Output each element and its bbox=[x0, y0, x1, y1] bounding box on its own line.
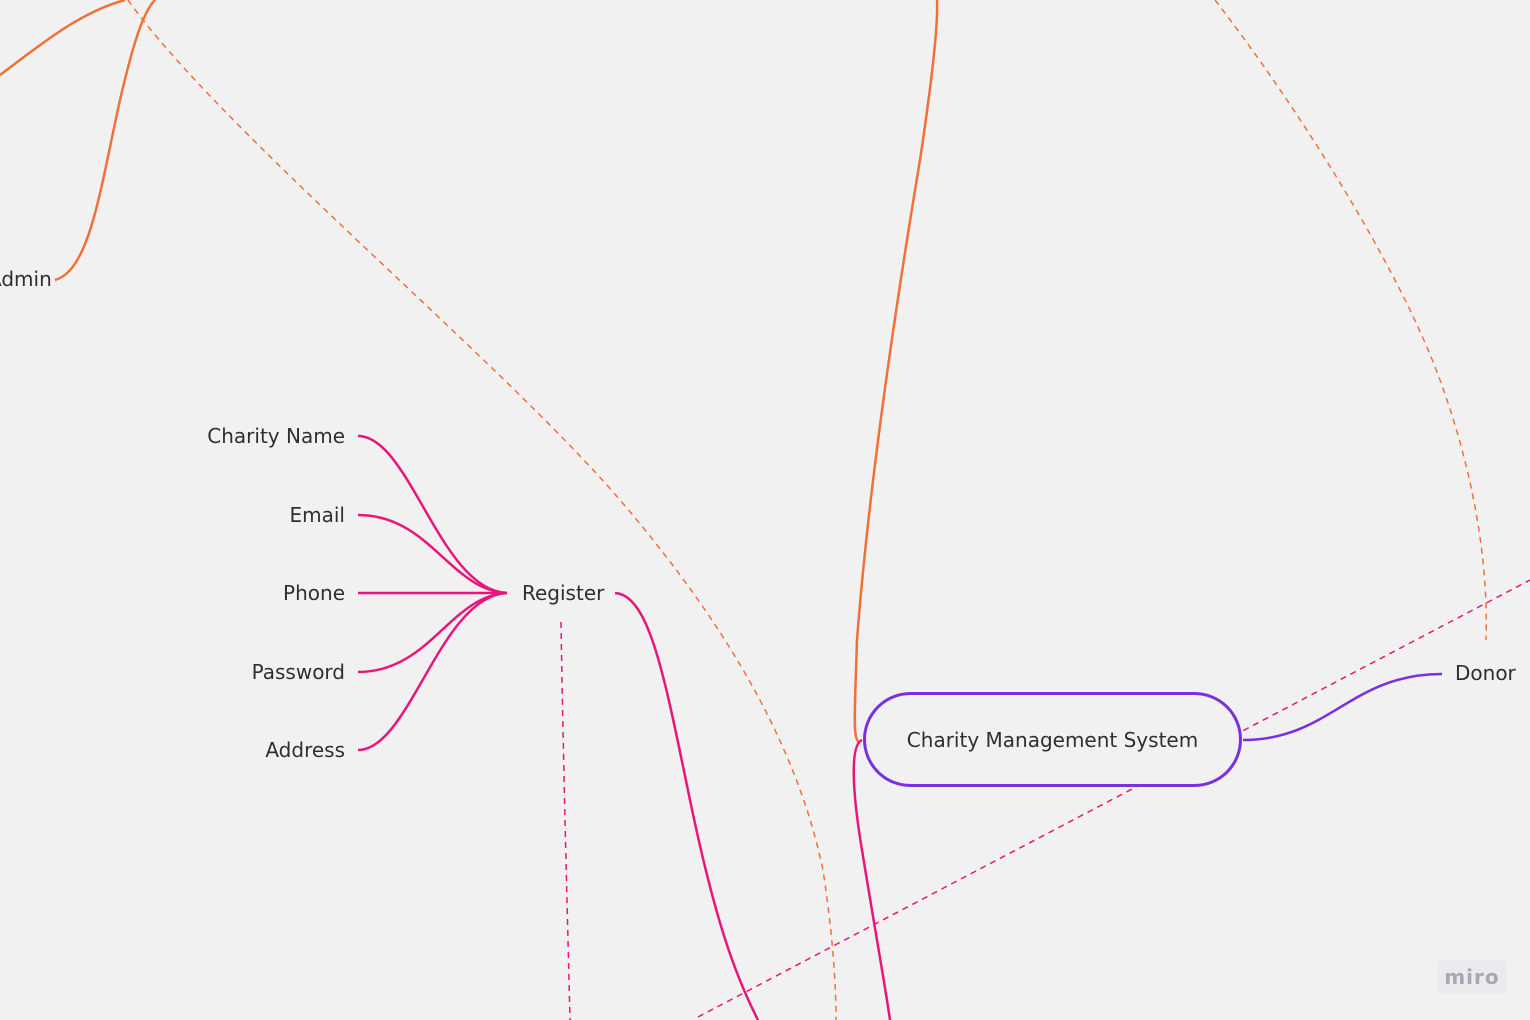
miro-logo-text: miro bbox=[1444, 965, 1500, 989]
root-down-connector bbox=[852, 738, 892, 1020]
central-topic-node[interactable]: Charity Management System bbox=[863, 692, 1242, 787]
field-node-password[interactable]: Password bbox=[251, 660, 345, 684]
field-connector-email bbox=[357, 513, 508, 595]
register-to-root-connector bbox=[614, 591, 760, 1020]
admin-node[interactable]: Admin bbox=[0, 267, 52, 291]
field-node-charity-name[interactable]: Charity Name bbox=[207, 424, 345, 448]
root-to-top-connector bbox=[853, 0, 939, 744]
dashed-link bbox=[560, 621, 571, 1020]
field-node-address[interactable]: Address bbox=[265, 738, 345, 762]
field-node-email[interactable]: Email bbox=[289, 503, 346, 527]
admin-connector bbox=[54, 0, 156, 282]
field-connector-password bbox=[357, 591, 508, 674]
donor-node[interactable]: Donor bbox=[1455, 661, 1516, 685]
register-node[interactable]: Register bbox=[522, 581, 605, 605]
dashed-link bbox=[1214, 0, 1488, 641]
field-connector-address bbox=[357, 591, 508, 752]
dashed-link bbox=[127, 0, 837, 1020]
admin-connector bbox=[0, 0, 126, 76]
central-topic-label: Charity Management System bbox=[906, 727, 1199, 752]
field-connector-charity-name bbox=[357, 434, 508, 595]
root-to-donor-connector bbox=[1242, 672, 1443, 742]
dashed-link bbox=[697, 579, 1530, 1018]
field-node-phone[interactable]: Phone bbox=[283, 581, 345, 605]
miro-logo[interactable]: miro bbox=[1437, 960, 1507, 994]
